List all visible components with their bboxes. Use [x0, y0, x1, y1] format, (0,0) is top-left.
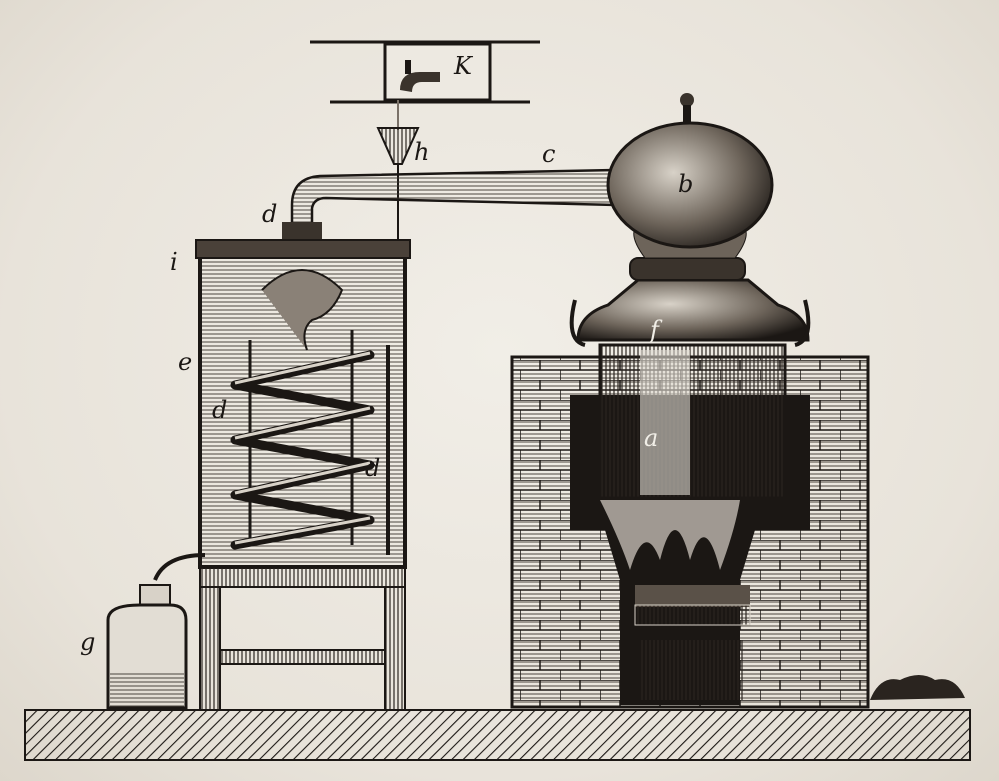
label-h: h	[414, 138, 429, 166]
tank-stand	[199, 566, 406, 711]
condenser-tank	[153, 239, 411, 581]
vapor-pipe	[290, 168, 617, 232]
receiving-bottle	[106, 584, 188, 710]
label-d-top: d	[262, 200, 277, 228]
boiler	[598, 343, 787, 500]
funnel	[376, 127, 420, 165]
label-d-coil-right: d	[365, 454, 380, 482]
label-a: a	[644, 424, 658, 452]
label-k: K	[453, 52, 474, 80]
label-g: g	[80, 628, 95, 656]
label-c: c	[542, 140, 555, 168]
label-d-coil-left: d	[212, 396, 227, 424]
boiler-lid	[569, 278, 811, 347]
cooling-coil	[230, 350, 375, 550]
knob	[680, 93, 694, 107]
ground-slab	[24, 709, 971, 761]
water-tap	[310, 40, 540, 130]
label-b: b	[678, 170, 693, 198]
label-i: i	[170, 248, 178, 276]
label-e: e	[178, 348, 192, 376]
